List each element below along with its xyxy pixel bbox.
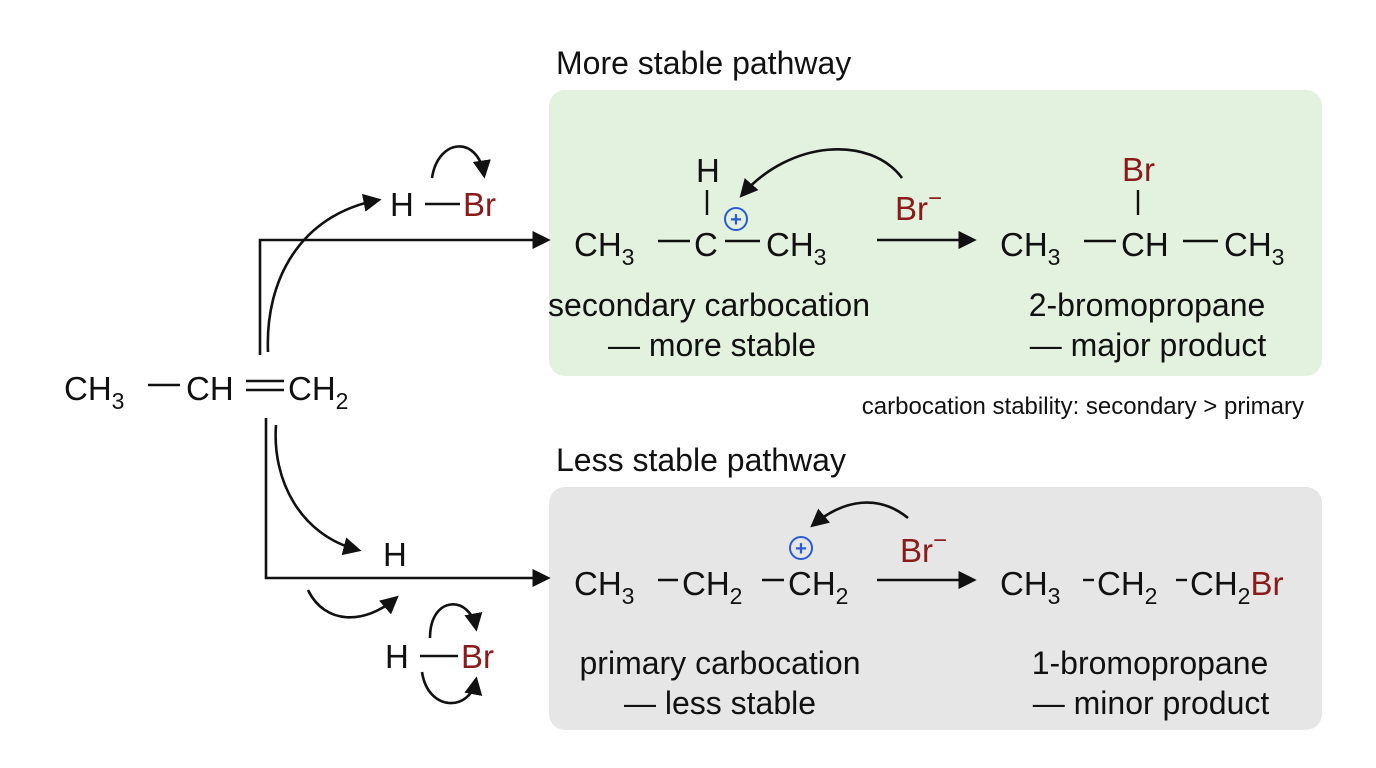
propene-reactant: CH3 CH CH2 (64, 370, 348, 414)
svg-text:Br: Br (1122, 151, 1155, 188)
stability-note: carbocation stability: secondary > prima… (862, 393, 1304, 420)
2-bromopropane-label-1: 2-bromopropane (1029, 287, 1266, 323)
secondary-carbocation: H CH3 C CH3 (574, 152, 826, 270)
bottom-pathway-title: Less stable pathway (556, 442, 846, 478)
bottom-pathway-arrow (264, 418, 551, 588)
svg-text:CH: CH (186, 370, 234, 407)
positive-charge-icon-top: + (724, 207, 748, 231)
svg-text:CH2: CH2 (1097, 565, 1157, 609)
hbr-bond-break-arrow-top (430, 145, 491, 179)
bromide-ion-bottom: Br− (900, 527, 947, 569)
svg-text:H: H (390, 186, 414, 223)
hbr-bond-break-arrow-bottom-upper (428, 603, 483, 639)
bromide-ion-top: Br− (895, 185, 942, 227)
svg-text:CH3: CH3 (64, 370, 124, 414)
2-bromopropane-product: Br CH3 CH CH3 (1000, 151, 1284, 270)
secondary-carbocation-label-2: — more stable (608, 327, 816, 363)
1-bromopropane-label-2: — minor product (1033, 685, 1270, 721)
1-bromopropane-product: CH3 CH2 CH2Br (1000, 565, 1283, 609)
svg-text:CH3: CH3 (574, 226, 634, 270)
positive-charge-icon-bottom: + (789, 536, 813, 560)
svg-text:Br: Br (461, 638, 494, 675)
svg-text:C: C (694, 226, 718, 263)
top-pathway-arrow (258, 230, 551, 355)
svg-text:CH2: CH2 (788, 565, 848, 609)
bromide-attack-arrow-top (739, 148, 904, 198)
bottom-pathway-box (549, 487, 1322, 730)
proton-bottom: H (383, 536, 407, 573)
svg-text:CH3: CH3 (1224, 226, 1284, 270)
pi-bond-attack-arrow-bottom (274, 424, 362, 556)
bromide-attack-arrow-bottom (810, 501, 909, 528)
2-bromopropane-label-2: — major product (1030, 327, 1267, 363)
svg-text:Br: Br (463, 186, 496, 223)
primary-carbocation: CH3 CH2 CH2 (574, 565, 848, 609)
hbr-top: H Br (390, 186, 496, 223)
svg-text:+: + (730, 209, 742, 231)
svg-text:H: H (696, 152, 720, 189)
proton-transfer-arrow-bottom (306, 589, 399, 619)
svg-text:CH2: CH2 (682, 565, 742, 609)
hbr-bottom: H Br (385, 638, 494, 675)
svg-text:CH2: CH2 (288, 370, 348, 414)
primary-carbocation-label-1: primary carbocation (580, 645, 861, 681)
svg-text:+: + (795, 538, 807, 560)
svg-text:CH3: CH3 (1000, 565, 1060, 609)
top-pathway-title: More stable pathway (556, 45, 851, 81)
svg-text:CH2Br: CH2Br (1190, 565, 1283, 609)
svg-text:H: H (385, 638, 409, 675)
svg-text:CH3: CH3 (574, 565, 634, 609)
hbr-bond-break-arrow-bottom-lower (420, 671, 483, 705)
1-bromopropane-label-1: 1-bromopropane (1032, 645, 1269, 681)
svg-text:CH3: CH3 (1000, 226, 1060, 270)
pi-bond-attack-arrow-top (266, 193, 382, 353)
primary-carbocation-label-2: — less stable (624, 685, 816, 721)
svg-text:CH: CH (1121, 226, 1169, 263)
top-pathway-box (549, 90, 1322, 376)
secondary-carbocation-label-1: secondary carbocation (548, 287, 870, 323)
svg-text:CH3: CH3 (766, 226, 826, 270)
